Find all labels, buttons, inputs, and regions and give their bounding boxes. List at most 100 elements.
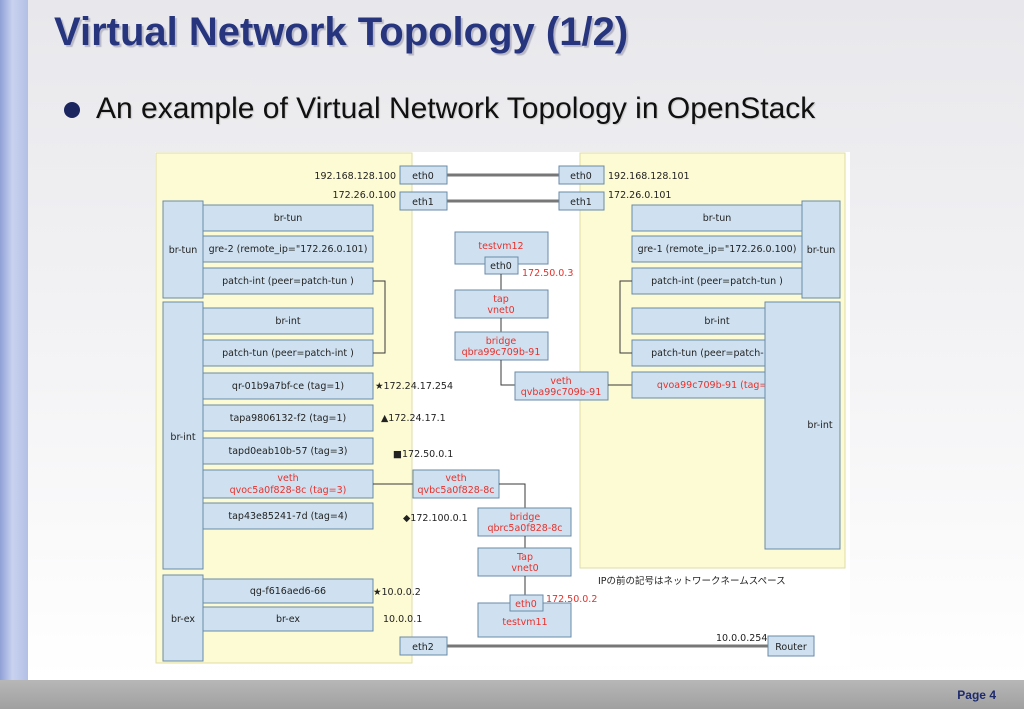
right-eth0-ip: 192.168.128.101 (608, 171, 690, 182)
vm11-eth0-box (509, 594, 544, 612)
vm12-eth0-label: eth0 (490, 261, 512, 272)
right-qvoa-label: qvoa99c709b-91 (tag=2) (657, 380, 777, 391)
left-gre-label: gre-2 (remote_ip="172.26.0.101) (209, 244, 368, 255)
left-tapa-label: tapa9806132-f2 (tag=1) (230, 413, 347, 424)
left-tapa-ip: ▲172.24.17.1 (381, 413, 446, 424)
left-br-tun-group-label: br-tun (169, 245, 198, 256)
footer-bar: Page 4 (0, 680, 1024, 709)
router-box (767, 635, 815, 657)
qvb-left-box (412, 469, 500, 499)
qvb-left-line1: veth (445, 473, 466, 484)
left-qg-ip: ★10.0.0.2 (373, 587, 421, 598)
left-patch-int-box (202, 267, 374, 295)
left-decorative-stripe (0, 0, 28, 709)
right-patch-tun-label: patch-tun (peer=patch-int ) (651, 348, 783, 359)
left-br-int-group-label: br-int (170, 432, 195, 443)
left-tapd-label: tapd0eab10b-57 (tag=3) (229, 446, 348, 457)
left-tap43-ip: ◆172.100.0.1 (403, 513, 468, 524)
namespace-note: IPの前の記号はネットワークネームスペース (598, 575, 786, 587)
bridge-qvb-wire (500, 360, 515, 386)
left-br-int-box (202, 307, 374, 335)
left-br-tun-label: br-tun (274, 213, 303, 224)
tap-vnet0-b-line2: vnet0 (511, 563, 538, 574)
left-qr-ip: ★172.24.17.254 (375, 381, 453, 392)
left-eth0-label: eth0 (412, 171, 434, 182)
router-ip: 10.0.0.254 (716, 633, 767, 644)
left-eth1-ip: 172.26.0.100 (333, 190, 396, 201)
left-br-ex-box (202, 606, 374, 632)
left-tap43-label: tap43e85241-7d (tag=4) (228, 511, 347, 522)
left-br-ex-group-label: br-ex (171, 614, 195, 625)
bridge-qbrc-line2: qbrc5a0f828-8c (487, 523, 562, 534)
right-br-tun-label: br-tun (703, 213, 732, 224)
left-qg-label: qg-f616aed6-66 (250, 586, 326, 597)
right-eth0-label: eth0 (570, 171, 592, 182)
testvm12-label: testvm12 (478, 241, 523, 252)
right-br-int-group (764, 301, 841, 550)
left-eth2-box (399, 636, 448, 656)
right-patch-int-label: patch-int (peer=patch-tun ) (651, 276, 783, 287)
left-br-ex-label: br-ex (276, 614, 300, 625)
right-patch-wire (619, 280, 632, 354)
right-eth1-box (558, 191, 605, 211)
slide-title: Virtual Network Topology (1/2) (54, 10, 629, 54)
right-eth0-box (558, 165, 605, 185)
qvb-right-line2: qvba99c709b-91 (521, 387, 602, 398)
left-eth1-box (399, 191, 448, 211)
left-eth1-label: eth1 (412, 197, 434, 208)
tap-vnet0-box (454, 289, 549, 319)
left-patch-tun-box (202, 339, 374, 367)
qvb-bridge2-wire (499, 483, 526, 508)
bridge-qbrc-line1: bridge (510, 512, 541, 523)
right-br-tun-group-label: br-tun (807, 245, 836, 256)
left-patch-wire (373, 280, 386, 354)
tap-vnet0-b-line1: Tap (516, 552, 533, 563)
left-tapa-box (202, 404, 374, 432)
left-br-tun-box (202, 204, 374, 232)
bridge-qbra-box (454, 331, 549, 361)
bullet-icon (64, 102, 80, 118)
left-br-ex-group (162, 574, 204, 662)
left-qg-box (202, 578, 374, 604)
qvb-right-box (514, 371, 609, 401)
right-br-int-label: br-int (704, 316, 729, 327)
tap-vnet0-line2: vnet0 (487, 305, 514, 316)
left-br-int-group (162, 301, 204, 570)
right-br-int-group-label: br-int (807, 420, 832, 431)
left-eth2-label: eth2 (412, 642, 434, 653)
right-eth1-label: eth1 (570, 197, 592, 208)
left-qvoc-box (202, 469, 374, 499)
left-tapd-box (202, 437, 374, 465)
left-eth0-box (399, 165, 448, 185)
qvb-right-line1: veth (550, 376, 571, 387)
vm11-eth0-label: eth0 (515, 599, 537, 610)
left-qr-label: qr-01b9a7bf-ce (tag=1) (232, 381, 344, 392)
bridge-qbra-line1: bridge (486, 336, 517, 347)
right-br-tun-group (801, 200, 841, 299)
left-br-int-label: br-int (275, 316, 300, 327)
left-patch-tun-label: patch-tun (peer=patch-int ) (222, 348, 354, 359)
right-gre-box (631, 235, 803, 263)
router-label: Router (775, 642, 807, 653)
bridge-qbrc-box (477, 507, 572, 537)
right-gre-label: gre-1 (remote_ip="172.26.0.100) (638, 244, 797, 255)
left-qvoc-veth-label: veth (277, 473, 298, 484)
bridge-qbra-line2: qbra99c709b-91 (462, 347, 541, 358)
qvb-left-line2: qvbc5a0f828-8c (418, 485, 495, 496)
left-br-ex-ip: 10.0.0.1 (383, 614, 422, 625)
left-gre-box (202, 235, 374, 263)
vm12-ip: 172.50.0.3 (522, 268, 573, 279)
vm11-ip: 172.50.0.2 (546, 594, 597, 605)
tap-vnet0-line1: tap (493, 294, 509, 305)
left-patch-int-label: patch-int (peer=patch-tun ) (222, 276, 354, 287)
right-eth1-ip: 172.26.0.101 (608, 190, 671, 201)
bullet-text: An example of Virtual Network Topology i… (96, 92, 816, 125)
page-number: Page 4 (957, 688, 996, 702)
left-qr-box (202, 372, 374, 400)
left-tap43-box (202, 502, 374, 530)
left-tapd-ip: ■172.50.0.1 (393, 449, 453, 460)
left-eth0-ip: 192.168.128.100 (314, 171, 396, 182)
left-qvoc-label: qvoc5a0f828-8c (tag=3) (230, 485, 347, 496)
testvm11-label: testvm11 (502, 617, 547, 628)
